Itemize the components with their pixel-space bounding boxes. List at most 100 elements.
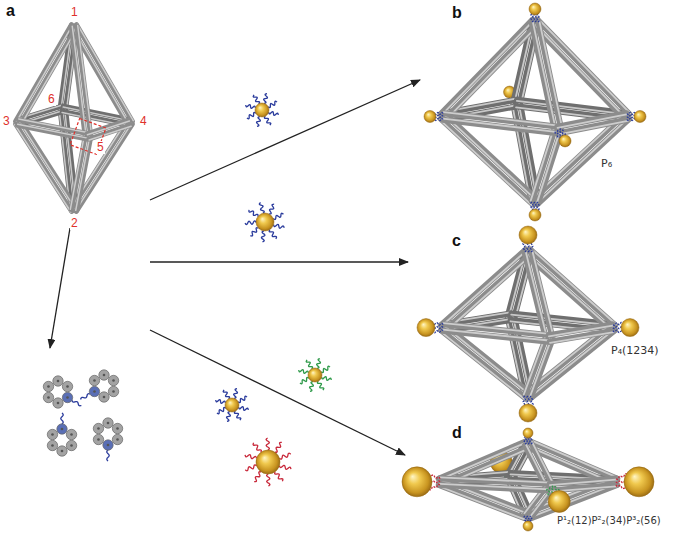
helix-axis: [51, 433, 54, 436]
helix-section: [43, 381, 53, 391]
dna-tube: [443, 120, 558, 134]
helix-axis: [61, 428, 64, 431]
assembly-formula: P¹₂(12)P²₂(34)P³₂(56): [556, 515, 662, 526]
gold-nanoparticle: [519, 226, 537, 252]
gold-sphere: [225, 398, 239, 412]
dna-strand: [274, 224, 285, 228]
tube-highlight: [440, 484, 550, 489]
gold-sphere: [529, 3, 541, 15]
gold-sphere: [308, 368, 322, 382]
dna-handle: [61, 413, 63, 424]
tube-highlight: [533, 22, 556, 130]
dna-linker: [530, 437, 532, 444]
vertex-number: 2: [70, 217, 79, 230]
dna-tube-bundle: [549, 324, 614, 342]
helix-axis: [116, 427, 119, 430]
dna-tube: [441, 250, 526, 326]
dna-strand: [266, 438, 269, 450]
dna-strand: [273, 213, 283, 219]
dna-strand: [238, 396, 247, 402]
dna-strand: [310, 382, 314, 392]
helix-axis: [103, 374, 106, 377]
dna-strand: [300, 377, 309, 383]
helix-axis: [57, 380, 60, 383]
dna-strand: [259, 202, 264, 213]
dna-strand: [279, 465, 290, 469]
helix-section: [112, 434, 122, 444]
dna-linker: [524, 516, 526, 522]
dna-tube: [538, 131, 561, 203]
helix-section: [103, 440, 113, 450]
dna-tube: [443, 331, 549, 342]
helix-axis: [93, 390, 96, 393]
dna-strand: [306, 360, 312, 369]
dna-strand: [245, 465, 256, 471]
dna-strand: [317, 359, 321, 369]
origami-octahedron: [417, 226, 639, 422]
dna-tube-bundle: [557, 113, 627, 134]
dna-linker: [531, 202, 533, 210]
helix-axis: [97, 438, 100, 441]
dna-linker: [537, 14, 539, 22]
gold-sphere: [523, 521, 533, 531]
helix-axis: [93, 379, 96, 382]
gold-nanoparticle: [547, 486, 570, 513]
dna-strand: [322, 377, 332, 381]
dna-tube: [16, 25, 72, 122]
dna-tube: [439, 441, 527, 479]
dna-tube-bundle: [443, 323, 550, 342]
tube-highlight: [440, 477, 550, 482]
panel-letter: b: [452, 4, 462, 22]
helix-axis: [107, 422, 110, 425]
process-arrow: [150, 80, 420, 200]
gold-sphere: [624, 467, 654, 497]
dna-strand: [267, 474, 270, 486]
functionalized-nanoparticle: [299, 359, 331, 391]
tube-highlight: [443, 119, 558, 133]
gold-sphere: [523, 428, 533, 438]
helix-section: [53, 398, 63, 408]
functionalized-nanoparticle: [245, 438, 291, 486]
dna-tube-bundle: [440, 477, 550, 490]
gold-sphere: [402, 467, 432, 497]
dna-tube: [20, 27, 76, 124]
dna-tube: [71, 26, 85, 136]
tube-highlight: [21, 28, 77, 125]
tube-highlight: [443, 330, 549, 341]
dna-linker: [530, 516, 532, 522]
dna-tube: [445, 254, 530, 330]
helix-axis: [112, 390, 115, 393]
vertex-number: 4: [139, 115, 148, 128]
gold-nanoparticle: [519, 396, 537, 422]
gold-sphere: [424, 111, 436, 123]
panel-letter: d: [452, 424, 462, 442]
dna-tube-bundle: [70, 136, 90, 211]
vertex-number: 3: [2, 115, 11, 128]
dna-tube-bundle: [71, 26, 91, 137]
helix-section: [99, 392, 109, 402]
process-arrow: [150, 330, 405, 455]
dna-strand: [264, 116, 270, 125]
helix-section: [99, 370, 109, 380]
tube-highlight: [550, 480, 616, 485]
tube-highlight: [439, 442, 527, 480]
assembly-formula: P₆: [600, 158, 613, 170]
helix-section: [62, 381, 72, 391]
dna-strand: [223, 390, 229, 399]
dna-strand: [279, 453, 290, 459]
helix-section: [112, 423, 122, 433]
dna-tube-bundle: [16, 25, 78, 125]
tube-highlight: [558, 114, 627, 128]
vertex-number: 1: [70, 6, 79, 19]
tube-highlight: [526, 253, 547, 339]
tube-highlight: [18, 124, 88, 138]
tube-highlight: [446, 255, 531, 331]
helix-axis: [103, 396, 106, 399]
helix-bundle-section: [43, 376, 81, 408]
helix-section: [47, 440, 57, 450]
tube-highlight: [537, 131, 560, 203]
assembly-formula: P₄(1234): [610, 345, 660, 357]
dna-strand: [261, 231, 264, 242]
tube-highlight: [15, 125, 71, 212]
